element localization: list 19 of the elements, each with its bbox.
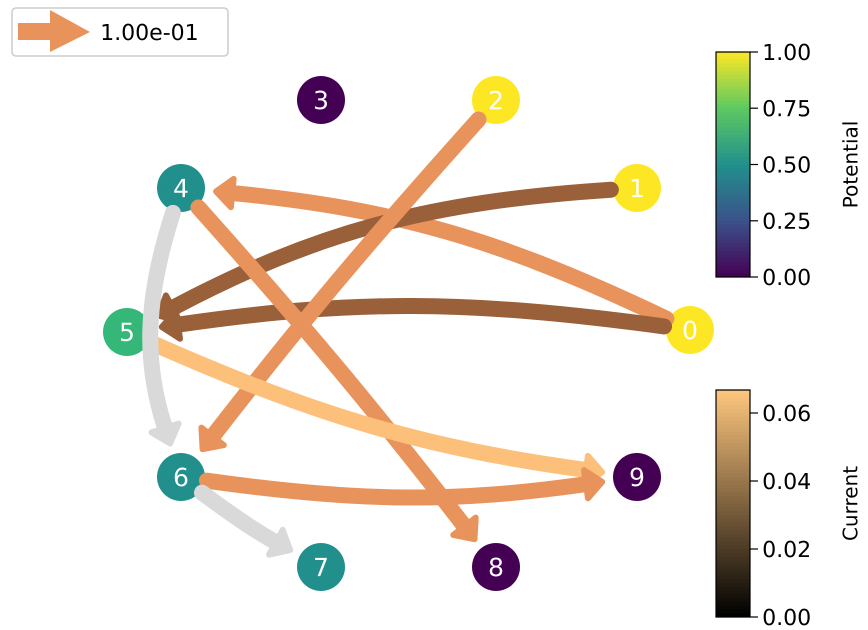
- colorbar-title: Current: [842, 466, 858, 540]
- tick-label: 0.25: [764, 212, 810, 230]
- tick-label: 0.00: [764, 608, 810, 626]
- arrow: [142, 204, 182, 447]
- colorbar-title: Potential: [842, 122, 858, 206]
- tick-label: 0.04: [764, 472, 810, 490]
- arrow: [190, 200, 479, 542]
- arrow: [198, 467, 606, 506]
- arrow: [198, 112, 487, 452]
- tick-label: 0.02: [764, 540, 809, 558]
- tick-label: 0.00: [764, 268, 810, 286]
- legend-label: 1.00e-01: [102, 24, 197, 40]
- tick-label: 0.50: [764, 156, 810, 173]
- arrow: [213, 176, 674, 327]
- tick-label: 0.75: [764, 100, 810, 117]
- arrow: [194, 484, 294, 558]
- tick-label: 1.00: [764, 44, 810, 60]
- arrow: [158, 298, 672, 342]
- tick-label: 0.06: [764, 404, 810, 422]
